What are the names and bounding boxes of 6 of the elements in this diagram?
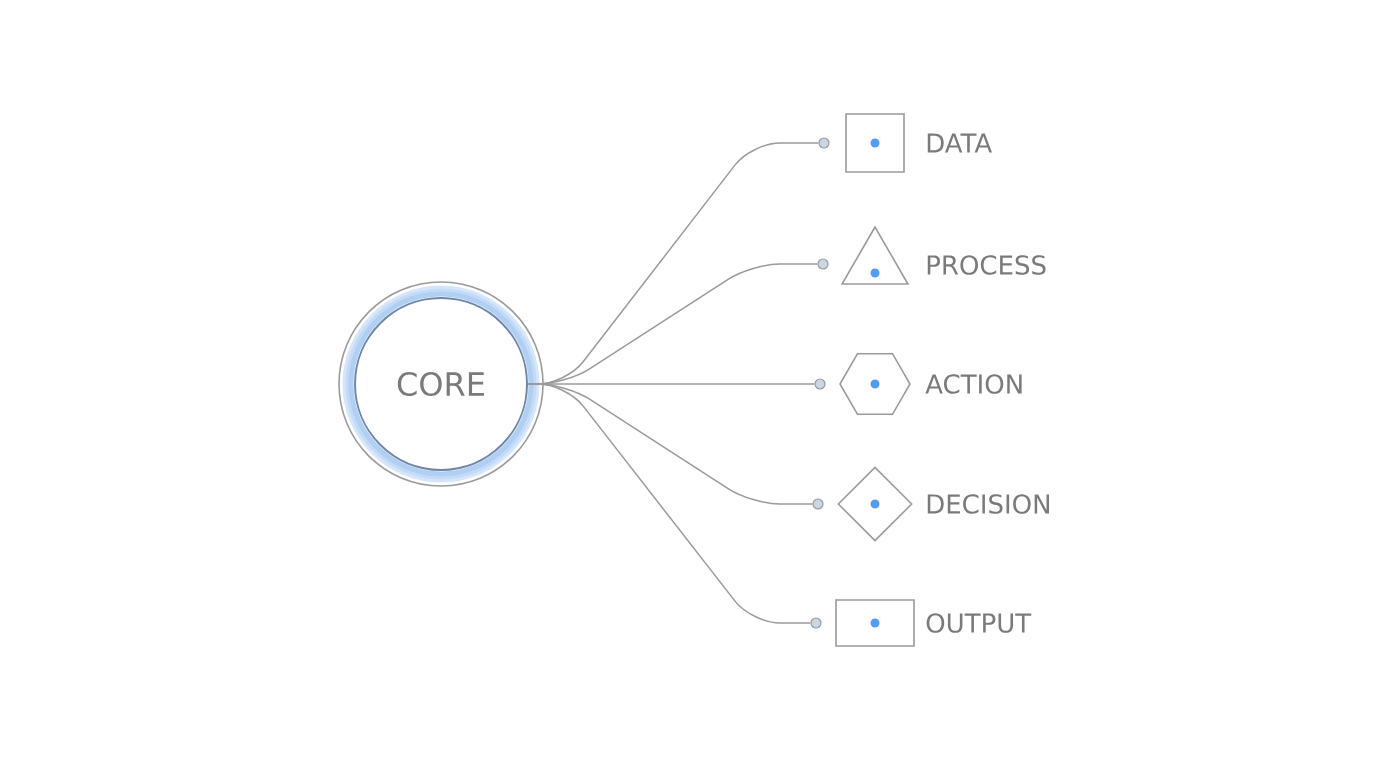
node-label: PROCESS xyxy=(927,255,1046,275)
node-label: DECISION xyxy=(927,494,1049,514)
connector xyxy=(527,383,812,624)
node-label: ACTION xyxy=(925,374,1022,394)
node-label: DATA xyxy=(927,133,992,153)
node-label: OUTPUT xyxy=(926,613,1032,633)
